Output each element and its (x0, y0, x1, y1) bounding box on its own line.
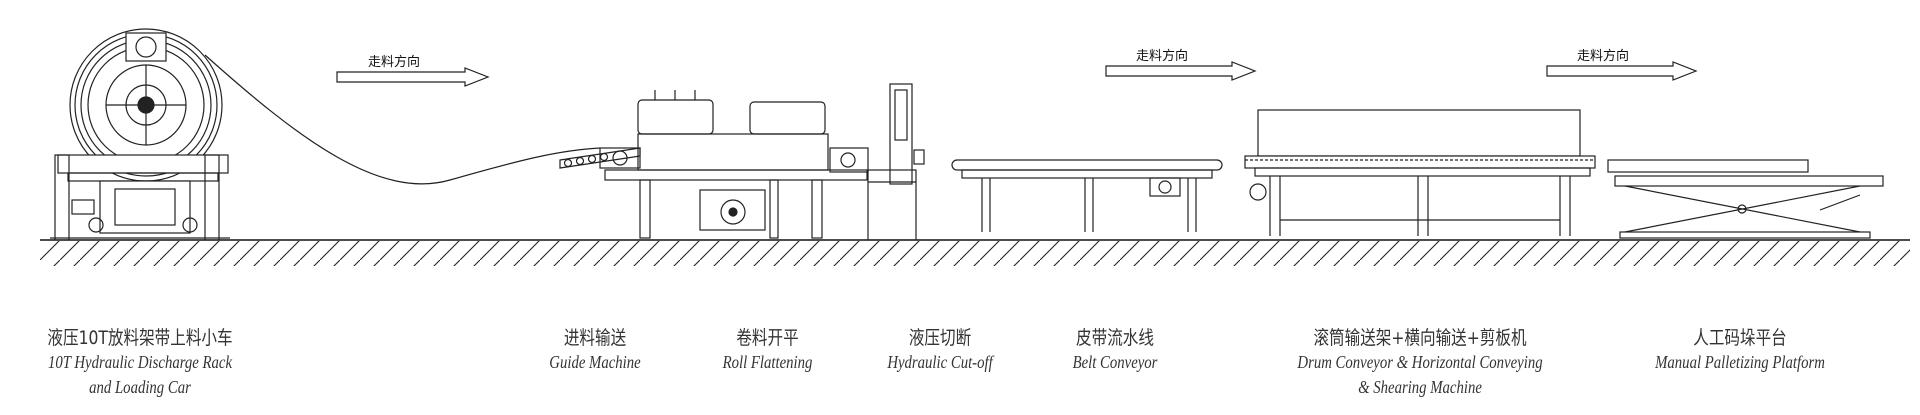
direction-label: 走料方向 (368, 54, 420, 70)
direction-label: 走料方向 (1136, 48, 1188, 64)
discharge-rack-machine (50, 28, 601, 241)
direction-label: 走料方向 (1577, 48, 1629, 64)
ground (40, 239, 1910, 266)
station-label-discharge-rack: 液压10T放料架带上料小车 10T Hydraulic Discharge Ra… (47, 327, 233, 397)
roll-flattening-machine (604, 90, 869, 239)
station-label-palletizing-platform: 人工码垛平台 Manual Palletizing Platform (1655, 327, 1825, 372)
direction-arrow-3: 走料方向 (1546, 48, 1698, 81)
drum-conveyor-shearing-machine (1244, 109, 1596, 236)
station-label-hydraulic-cutoff: 液压切断 Hydraulic Cut-off (887, 327, 993, 372)
hydraulic-cutoff-machine (867, 83, 925, 241)
direction-arrow-2: 走料方向 (1105, 48, 1257, 81)
station-label-roll-flattening: 卷料开平 Roll Flattening (722, 327, 813, 372)
station-label-guide-machine: 进料输送 Guide Machine (549, 327, 641, 372)
guide-machine (559, 147, 641, 169)
station-label-belt-conveyor: 皮带流水线 Belt Conveyor (1072, 327, 1158, 372)
station-label-drum-conveyor: 滚筒输送架+横向输送+剪板机 Drum Conveyor & Horizonta… (1297, 327, 1543, 397)
belt-conveyor (951, 159, 1223, 232)
direction-arrow-1: 走料方向 (336, 54, 490, 87)
palletizing-platform (1607, 159, 1884, 239)
